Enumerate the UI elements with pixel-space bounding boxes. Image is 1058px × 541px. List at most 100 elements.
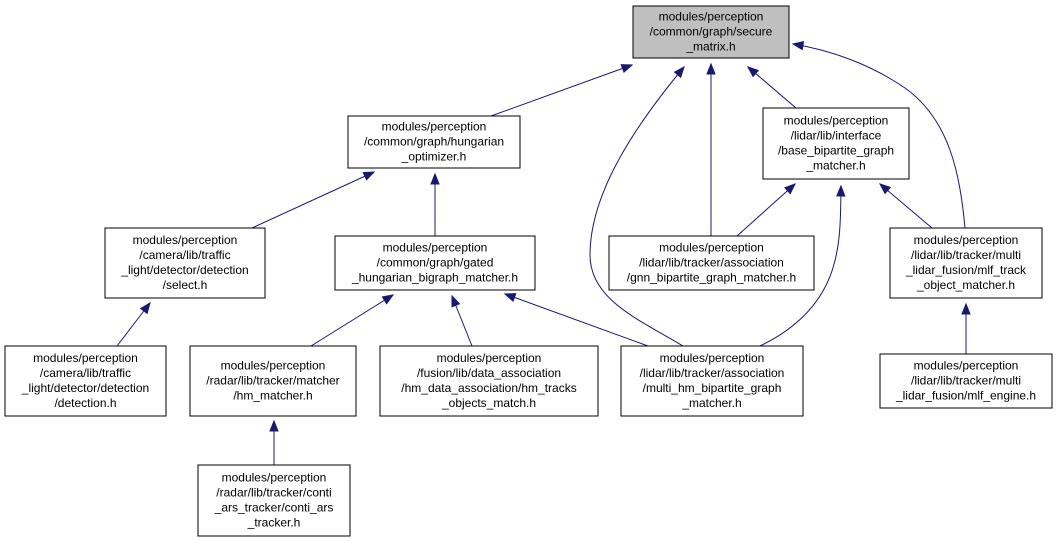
edge-conti_ars-to-hm_matcher — [269, 419, 279, 465]
node-label-line: /radar/lib/tracker/conti — [216, 486, 331, 500]
node-mlf-track[interactable]: modules/perception/lidar/lib/tracker/mul… — [889, 227, 1043, 299]
edge-select-to-hungarian_optimizer — [251, 171, 376, 229]
node-box — [879, 353, 1053, 409]
node-label-line: modules/perception — [784, 114, 889, 128]
node-label-line: modules/perception — [914, 359, 1019, 373]
node-label-line: _optimizer.h — [401, 150, 467, 164]
node-label-line: _ars_tracker/conti_ars — [214, 501, 334, 515]
node-label-line: /lidar/lib/tracker/association — [639, 256, 784, 270]
node-label-line: _matcher.h — [681, 396, 741, 410]
edge-base_bipartite-to-secure_matrix — [746, 66, 797, 109]
node-multi-hm[interactable]: modules/perception/lidar/lib/tracker/ass… — [620, 345, 804, 417]
arrowhead — [381, 294, 395, 305]
edge-line — [747, 66, 797, 109]
node-label-line: /gnn_bipartite_graph_matcher.h — [627, 271, 796, 285]
node-label-line: _lidar_fusion/mlf_engine.h — [895, 389, 1036, 403]
edge-hm_tracks-to-gated_hungarian — [451, 294, 473, 347]
nodes-layer: modules/perception/common/graph/secure _m… — [4, 5, 1053, 537]
node-box — [334, 235, 536, 291]
edge-line — [759, 185, 842, 347]
edge-multi_hm-to-base_bipartite — [759, 184, 846, 347]
node-box — [632, 5, 790, 59]
node-label-line: /common/graph/gated — [377, 256, 494, 270]
arrowhead — [706, 62, 716, 75]
node-hungarian-optimizer[interactable]: modules/perception/common/graph/hungaria… — [347, 115, 521, 169]
node-box — [347, 115, 521, 169]
node-label-line: /hm_data_association/hm_tracks — [401, 381, 576, 395]
arrowhead — [503, 293, 517, 303]
edge-line — [792, 43, 966, 229]
arrowhead — [791, 41, 805, 51]
edge-line — [504, 293, 649, 347]
arrowhead — [673, 65, 685, 79]
node-box — [197, 464, 351, 537]
node-label-line: /common/graph/secure — [650, 25, 773, 39]
node-mlf-engine[interactable]: modules/perception/lidar/lib/tracker/mul… — [879, 353, 1053, 409]
edge-line — [490, 64, 633, 117]
arrowhead — [746, 66, 760, 78]
node-hm-matcher[interactable]: modules/perception/radar/lib/tracker/mat… — [189, 345, 357, 417]
edge-gated_hungarian-to-hungarian_optimizer — [430, 172, 440, 236]
node-label-line: modules/perception — [383, 241, 488, 255]
edge-hungarian_optimizer-to-secure_matrix — [490, 64, 634, 117]
arrowhead — [451, 294, 461, 308]
edge-mlf_engine-to-mlf_track — [961, 302, 971, 354]
node-secure-matrix[interactable]: modules/perception/common/graph/secure_m… — [632, 5, 790, 59]
node-base-bipartite[interactable]: modules/perception/lidar/lib/interface/b… — [762, 107, 910, 180]
node-label-line: modules/perception — [221, 359, 326, 373]
node-label-line: modules/perception — [660, 351, 765, 365]
node-hm-tracks[interactable]: modules/perception/fusion/lib/data_assoc… — [379, 345, 599, 417]
node-label-line: /detection.h — [54, 396, 116, 410]
node-gnn-bipartite[interactable]: modules/perception/lidar/lib/tracker/ass… — [608, 235, 815, 291]
arrowhead — [139, 301, 151, 315]
arrowhead — [878, 183, 892, 195]
arrowhead — [362, 171, 376, 181]
node-label-line: modules/perception — [659, 10, 764, 24]
node-label-line: /lidar/lib/tracker/multi — [911, 374, 1021, 388]
edge-gnn_bipartite-to-secure_matrix — [706, 62, 716, 236]
node-box — [762, 107, 910, 180]
node-label-line: /camera/lib/traffic — [139, 248, 230, 262]
node-label-line: /base_bipartite_graph — [778, 144, 894, 158]
arrowhead — [836, 184, 846, 197]
node-label-line: modules/perception — [133, 233, 238, 247]
edge-line — [589, 66, 685, 347]
node-label-line: /lidar/lib/interface — [791, 129, 882, 143]
node-label-line: /select.h — [163, 278, 208, 292]
node-label-line: modules/perception — [382, 120, 487, 134]
node-label-line: modules/perception — [437, 351, 542, 365]
edge-detection-to-select — [116, 301, 151, 347]
edge-multi_hm-to-secure_matrix — [589, 65, 685, 347]
arrowhead — [620, 64, 634, 74]
edge-mlf_track-to-secure_matrix — [791, 41, 966, 229]
arrowhead — [961, 302, 971, 315]
edge-line — [879, 183, 933, 229]
edge-line — [251, 171, 375, 229]
arrowhead — [269, 419, 279, 432]
edge-multi_hm-to-gated_hungarian — [503, 293, 649, 347]
node-gated-hungarian[interactable]: modules/perception/common/graph/gated_hu… — [334, 235, 536, 291]
node-conti-ars[interactable]: modules/perception/radar/lib/tracker/con… — [197, 464, 351, 537]
arrowhead — [784, 183, 797, 195]
node-box — [189, 345, 357, 417]
arrowhead — [430, 172, 440, 185]
node-label-line: /fusion/lib/data_association — [417, 366, 561, 380]
node-detection[interactable]: modules/perception/camera/lib/traffic_li… — [4, 345, 167, 417]
edge-line — [310, 294, 394, 347]
node-label-line: modules/perception — [659, 241, 764, 255]
edge-hm_matcher-to-gated_hungarian — [310, 294, 395, 347]
node-label-line: /lidar/lib/tracker/association — [640, 366, 785, 380]
node-label-line: _light/detector/detection — [120, 263, 248, 277]
node-label-line: /hm_matcher.h — [233, 389, 312, 403]
node-box — [4, 345, 167, 417]
node-box — [620, 345, 804, 417]
edge-line — [736, 183, 796, 237]
node-label-line: _lidar_fusion/mlf_track — [905, 263, 1027, 277]
node-select[interactable]: modules/perception/camera/lib/traffic_li… — [104, 227, 266, 299]
node-label-line: /camera/lib/traffic — [40, 366, 131, 380]
node-label-line: _objects_match.h — [441, 396, 536, 410]
node-label-line: _tracker.h — [247, 516, 301, 530]
node-box — [379, 345, 599, 417]
node-label-line: _hungarian_bigraph_matcher.h — [351, 271, 518, 285]
